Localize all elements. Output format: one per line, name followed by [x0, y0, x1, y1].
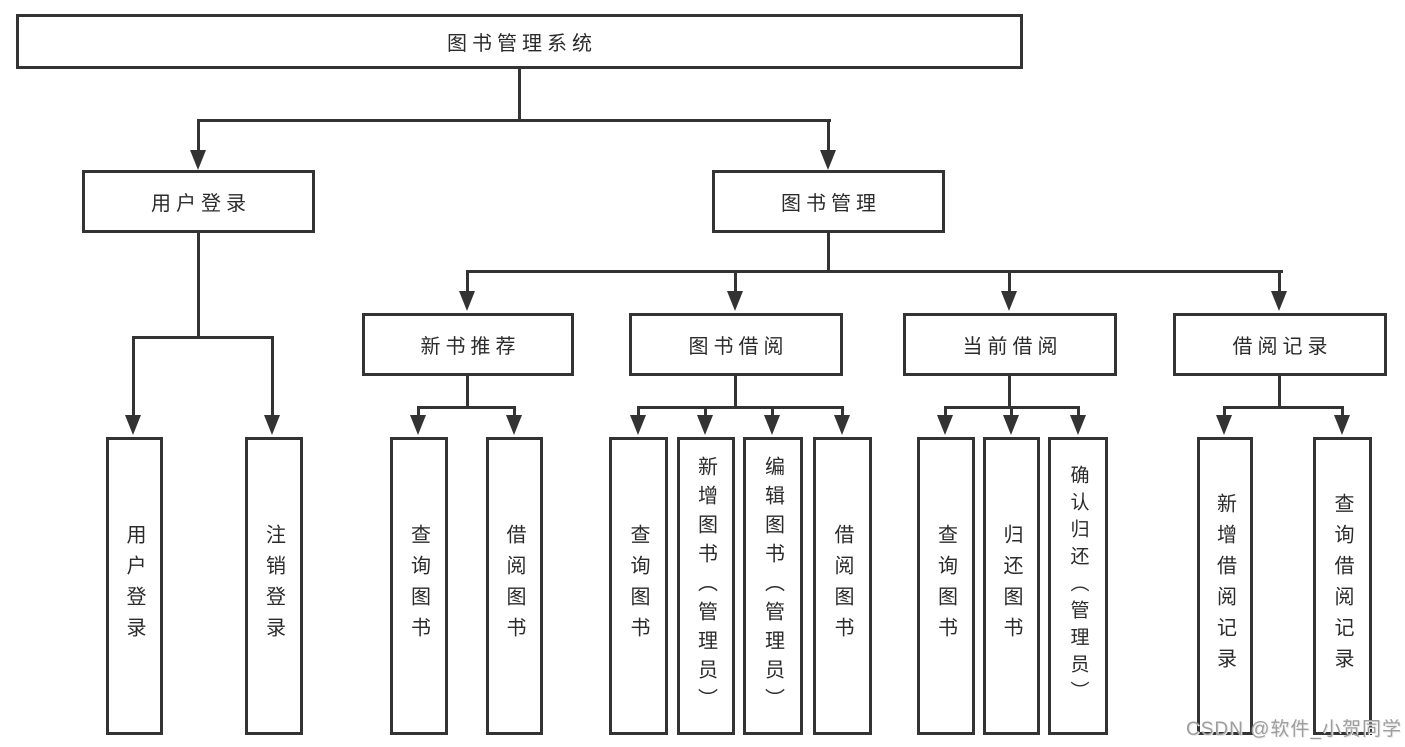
edge-leaf-stem — [771, 406, 774, 418]
leaf-borrow-books-borrowing: 借阅图书 — [813, 437, 872, 735]
arrow-down-icon — [1216, 415, 1232, 435]
node-user-login: 用户登录 — [82, 170, 315, 233]
arrow-down-icon — [1003, 415, 1019, 435]
node-borrowing-records: 借阅记录 — [1173, 313, 1387, 376]
arrow-down-icon — [834, 415, 850, 435]
leaf-query-books-recommend: 查询图书 — [390, 437, 448, 735]
arrow-down-icon — [410, 415, 426, 435]
leaf-query-books-borrowing: 查询图书 — [609, 437, 668, 735]
edge-to-user-login-stem — [197, 119, 200, 152]
arrow-down-icon — [264, 415, 280, 435]
leaf-label: 注销登录 — [262, 524, 285, 648]
edge-records-stem — [1278, 376, 1281, 409]
leaf-label: 编辑图书（管理员） — [761, 455, 784, 717]
arrow-down-icon — [727, 291, 743, 311]
node-label: 用户登录 — [151, 193, 251, 215]
edge-leaf-stem — [734, 270, 737, 293]
edge-leaf-stem — [1077, 406, 1080, 418]
node-book-management: 图书管理 — [712, 170, 945, 233]
edge-to-book-mgmt-stem — [827, 119, 830, 152]
edge-user-login-stem — [197, 233, 200, 339]
edge-leaf-stem — [841, 406, 844, 418]
edge-root-bus — [197, 119, 831, 122]
arrow-down-icon — [506, 415, 522, 435]
edge-leaf-stem — [513, 406, 516, 418]
leaf-borrow-books-recommend: 借阅图书 — [486, 437, 543, 735]
edge-leaf-stem — [1010, 406, 1013, 418]
edge-leaf-stem — [1223, 406, 1226, 418]
arrow-down-icon — [764, 415, 780, 435]
edge-leaf-stem — [132, 336, 135, 417]
leaf-label: 新增借阅记录 — [1213, 493, 1236, 679]
arrow-down-icon — [820, 150, 836, 170]
edge-leaf-stem — [1008, 270, 1011, 293]
leaf-add-books-admin: 新增图书（管理员） — [677, 437, 735, 735]
arrow-down-icon — [125, 415, 141, 435]
edge-recommend-stem — [466, 376, 469, 409]
edge-leaf-stem — [1341, 406, 1344, 418]
edge-borrowing-bus — [637, 406, 844, 409]
arrow-down-icon — [1271, 291, 1287, 311]
leaf-label: 确认归还（管理员） — [1067, 464, 1089, 708]
node-new-book-recommend: 新书推荐 — [362, 313, 574, 376]
leaf-add-borrow-record: 新增借阅记录 — [1197, 437, 1253, 735]
node-label: 新书推荐 — [420, 336, 521, 358]
edge-leaf-stem — [466, 270, 469, 293]
leaf-label: 归还图书 — [1000, 524, 1022, 648]
arrow-down-icon — [1334, 415, 1350, 435]
edge-leaf-stem — [1278, 270, 1281, 293]
edge-root-stem — [518, 69, 521, 121]
node-label: 图书管理系统 — [447, 33, 597, 55]
edge-leaf-stem — [417, 406, 420, 418]
edge-user-login-bus — [132, 336, 274, 339]
edge-recommend-bus — [417, 406, 516, 409]
arrow-down-icon — [1001, 291, 1017, 311]
edge-current-stem — [1008, 376, 1011, 409]
node-label: 当前借阅 — [962, 336, 1063, 358]
leaf-query-borrow-record: 查询借阅记录 — [1313, 437, 1372, 735]
leaf-user-login: 用户登录 — [106, 437, 163, 735]
node-label: 借阅记录 — [1232, 336, 1333, 358]
node-library-system-root: 图书管理系统 — [16, 14, 1023, 69]
leaf-edit-books-admin: 编辑图书（管理员） — [743, 437, 803, 735]
leaf-label: 借阅图书 — [503, 524, 525, 648]
node-label: 图书借阅 — [688, 336, 789, 358]
leaf-logout: 注销登录 — [245, 437, 303, 735]
node-current-borrowing: 当前借阅 — [903, 313, 1117, 376]
edge-records-bus — [1223, 406, 1344, 409]
arrow-down-icon — [190, 150, 206, 170]
leaf-label: 查询图书 — [407, 524, 430, 648]
leaf-query-books-current: 查询图书 — [917, 437, 975, 735]
leaf-confirm-return-admin: 确认归还（管理员） — [1048, 437, 1108, 735]
arrow-down-icon — [1070, 415, 1086, 435]
leaf-label: 查询图书 — [627, 524, 649, 648]
leaf-label: 用户登录 — [123, 524, 145, 648]
leaf-return-books: 归还图书 — [983, 437, 1040, 735]
csdn-watermark: CSDN @软件_小贺同学 — [1186, 719, 1402, 740]
leaf-label: 新增图书（管理员） — [694, 455, 717, 717]
edge-leaf-stem — [271, 336, 274, 417]
edge-leaf-stem — [944, 406, 947, 418]
arrow-down-icon — [697, 415, 713, 435]
leaf-label: 借阅图书 — [831, 524, 853, 648]
edge-leaf-stem — [637, 406, 640, 418]
arrow-down-icon — [459, 291, 475, 311]
node-label: 图书管理 — [781, 193, 881, 215]
edge-book-mgmt-bus — [466, 270, 1283, 273]
arrow-down-icon — [937, 415, 953, 435]
leaf-label: 查询借阅记录 — [1331, 493, 1353, 679]
edge-borrowing-stem — [734, 376, 737, 409]
node-book-borrowing: 图书借阅 — [629, 313, 843, 376]
leaf-label: 查询图书 — [934, 524, 957, 648]
edge-leaf-stem — [704, 406, 707, 418]
edge-book-mgmt-stem — [827, 233, 830, 273]
arrow-down-icon — [630, 415, 646, 435]
